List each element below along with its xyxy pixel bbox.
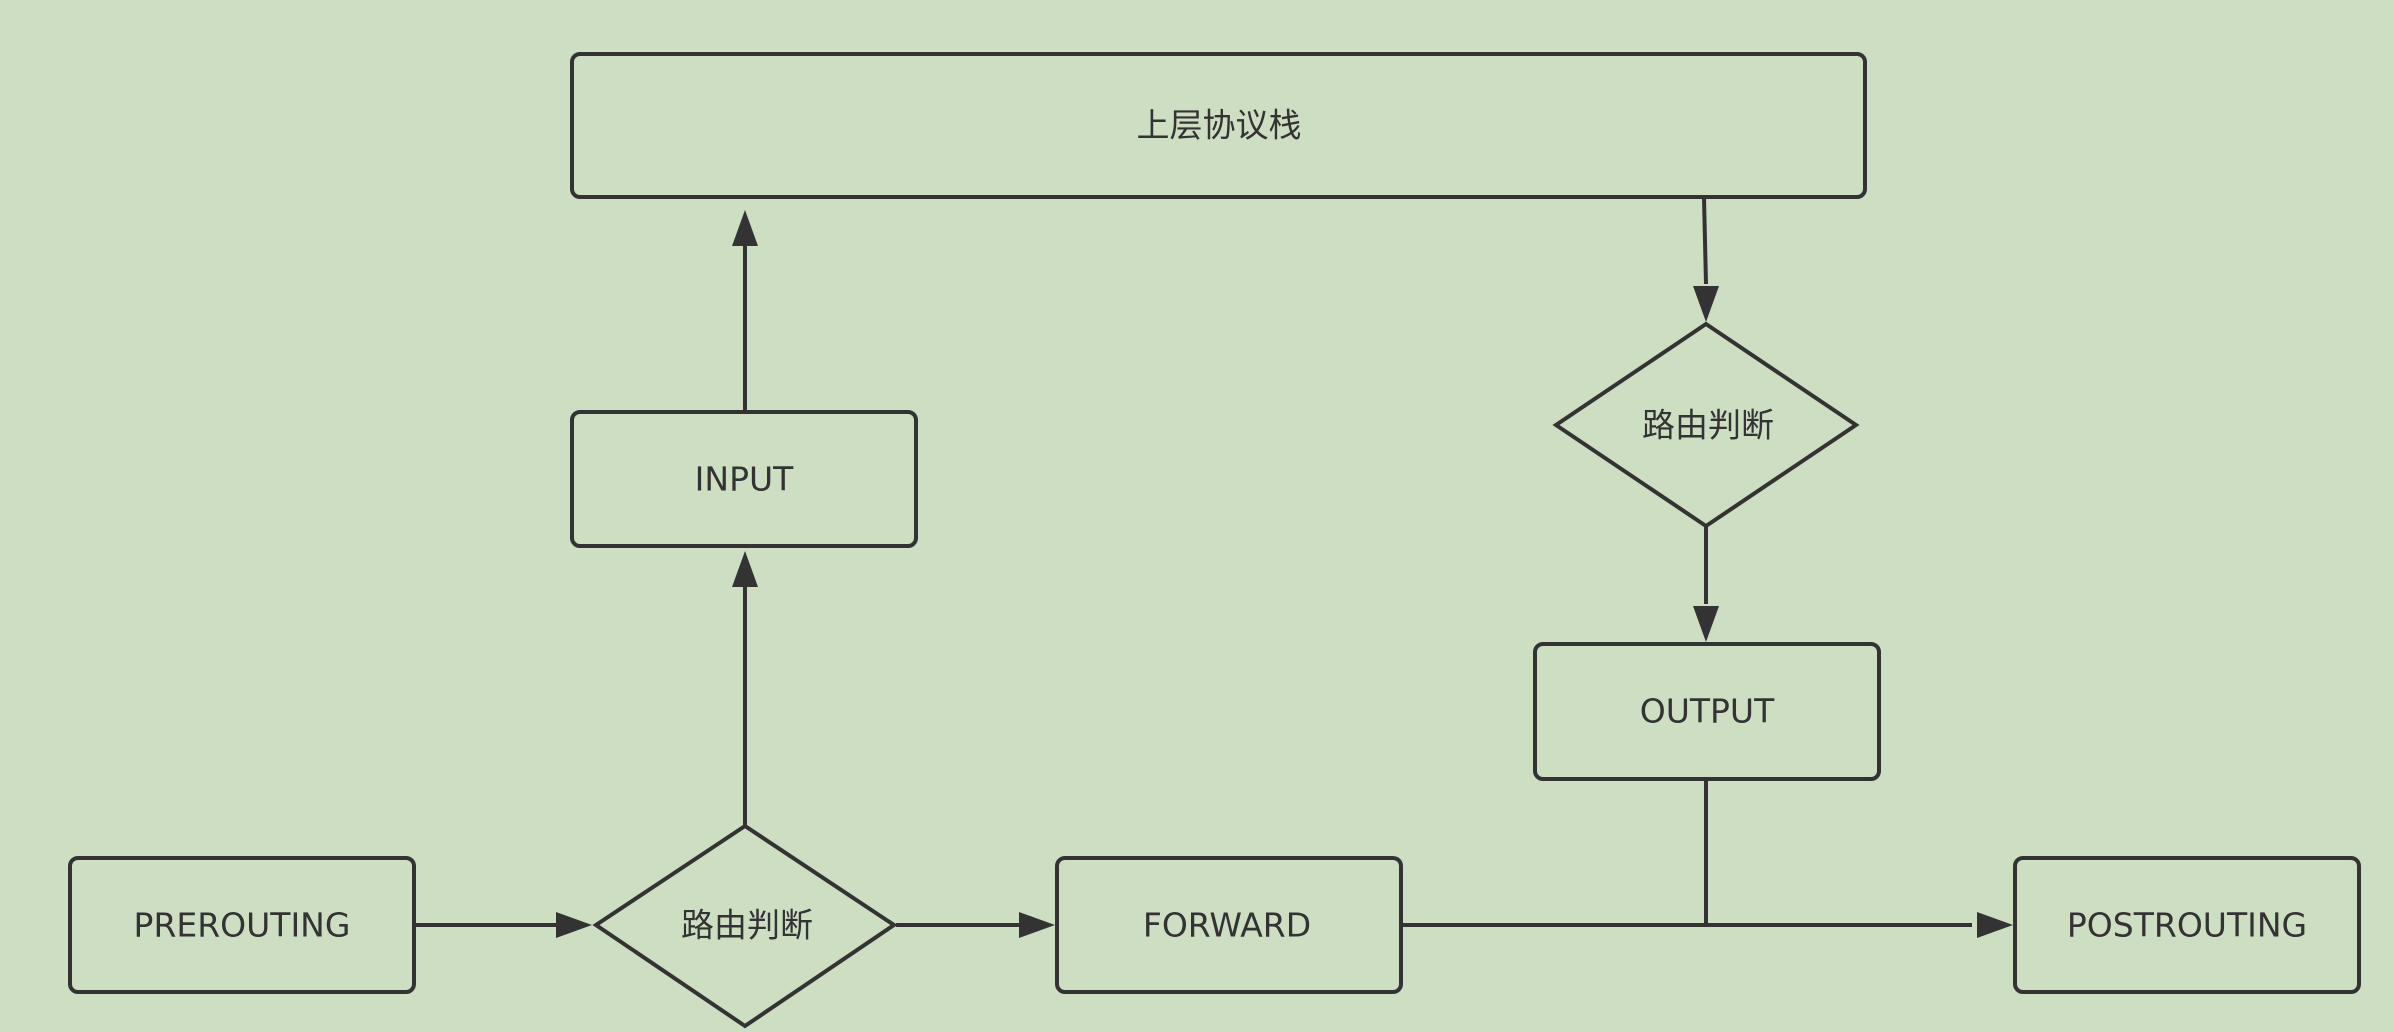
labels: 上层协议栈 INPUT 路由判断 OUTPUT PREROUTING 路由判断 … (134, 106, 2308, 945)
nodes (68, 52, 2361, 1029)
output-label: OUTPUT (1640, 692, 1775, 731)
arrowhead-down (1693, 606, 1719, 642)
arrowhead-right (556, 912, 592, 938)
arrowhead-right (1019, 912, 1055, 938)
routing-decision-top-label: 路由判断 (1642, 406, 1774, 445)
arrowhead-right (1977, 912, 2013, 938)
edge-protocol-stack-to-routing-top (1702, 197, 1708, 285)
arrowhead-up (732, 210, 758, 246)
routing-decision-bottom-label: 路由判断 (681, 906, 813, 945)
arrowheads (556, 210, 2013, 938)
connectors (414, 197, 1972, 927)
arrowhead-up (732, 551, 758, 587)
prerouting-box (68, 856, 416, 994)
prerouting-label: PREROUTING (134, 906, 351, 945)
forward-label: FORWARD (1143, 906, 1311, 945)
output-box (1533, 642, 1881, 781)
routing-decision-bottom-diamond (592, 823, 898, 1029)
arrowhead-down (1693, 286, 1719, 322)
routing-decision-top-diamond (1552, 321, 1860, 529)
protocol-stack-box (570, 52, 1867, 199)
postrouting-label: POSTROUTING (2067, 906, 2307, 945)
protocol-stack-label: 上层协议栈 (1137, 106, 1302, 145)
forward-box (1055, 856, 1403, 994)
input-label: INPUT (695, 460, 794, 499)
postrouting-box (2013, 856, 2361, 994)
input-box (570, 410, 918, 548)
